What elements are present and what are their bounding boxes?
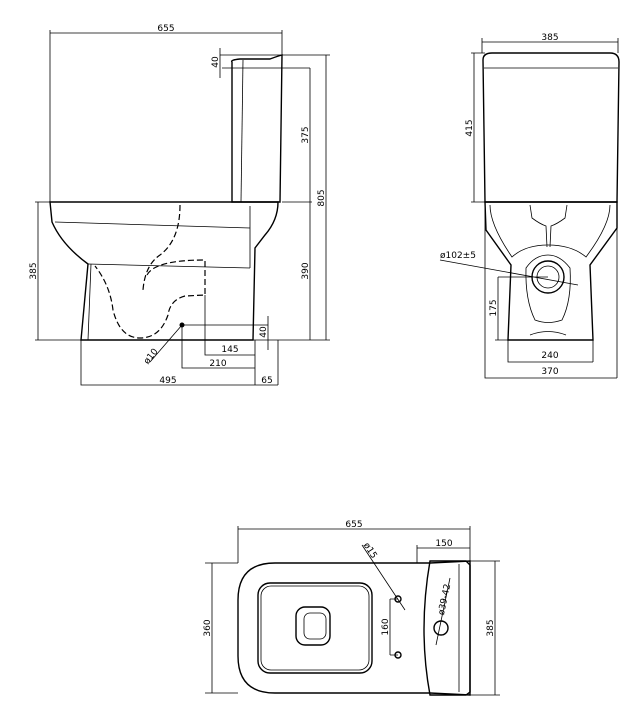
seat-outline bbox=[257, 582, 373, 674]
dim-inlet-height: 40 bbox=[259, 326, 269, 338]
dim-pan-width: 370 bbox=[541, 367, 558, 377]
dim-cistern-width: 385 bbox=[486, 619, 496, 636]
dim-waste-210: 210 bbox=[209, 359, 226, 369]
pan-outline bbox=[237, 560, 471, 696]
dimension-lines bbox=[205, 526, 500, 696]
dim-overall-height: 805 bbox=[317, 189, 327, 206]
dim-outlet-height: 175 bbox=[489, 299, 499, 316]
cistern-outline bbox=[230, 54, 283, 203]
dim-overall-length: 655 bbox=[157, 24, 174, 34]
dim-overall-length: 655 bbox=[345, 520, 362, 530]
dim-offset-65: 65 bbox=[261, 376, 272, 386]
flush-hole bbox=[433, 620, 449, 636]
dim-outlet-diameter: ø102±5 bbox=[440, 251, 476, 261]
dim-flush-hole: ø39-42 bbox=[437, 583, 453, 616]
dim-base-width: 240 bbox=[541, 351, 558, 361]
dim-cistern-height: 415 bbox=[465, 119, 475, 136]
dim-fixing-hole: ø15 bbox=[361, 541, 379, 561]
dim-cistern-height: 375 bbox=[301, 126, 311, 143]
pan-outline bbox=[484, 201, 618, 341]
dim-base-length: 495 bbox=[159, 376, 176, 386]
dimension-lines bbox=[35, 30, 330, 386]
dim-cistern-depth: 150 bbox=[435, 539, 452, 549]
dim-cistern-width: 385 bbox=[541, 33, 558, 43]
dim-pan-height-right: 390 bbox=[301, 262, 311, 279]
dim-cistern-lid: 40 bbox=[211, 56, 221, 68]
top-view: 655 150 ø15 ø39-42 160 360 385 bbox=[203, 520, 500, 696]
dim-waste-145: 145 bbox=[221, 345, 238, 355]
cistern-outline bbox=[423, 560, 471, 696]
dimension-lines bbox=[439, 38, 619, 379]
seat-hinge-cover bbox=[295, 606, 331, 646]
dim-fixing-hole: ø10 bbox=[142, 347, 160, 367]
cistern-outline bbox=[482, 52, 620, 203]
dim-hole-spacing: 160 bbox=[381, 618, 391, 635]
front-view: 385 415 ø102±5 175 240 370 bbox=[439, 33, 620, 379]
side-view: 655 40 375 805 385 390 40 145 210 495 65… bbox=[29, 24, 330, 386]
dim-pan-width: 360 bbox=[203, 619, 213, 636]
dim-pan-height-left: 385 bbox=[29, 262, 39, 279]
